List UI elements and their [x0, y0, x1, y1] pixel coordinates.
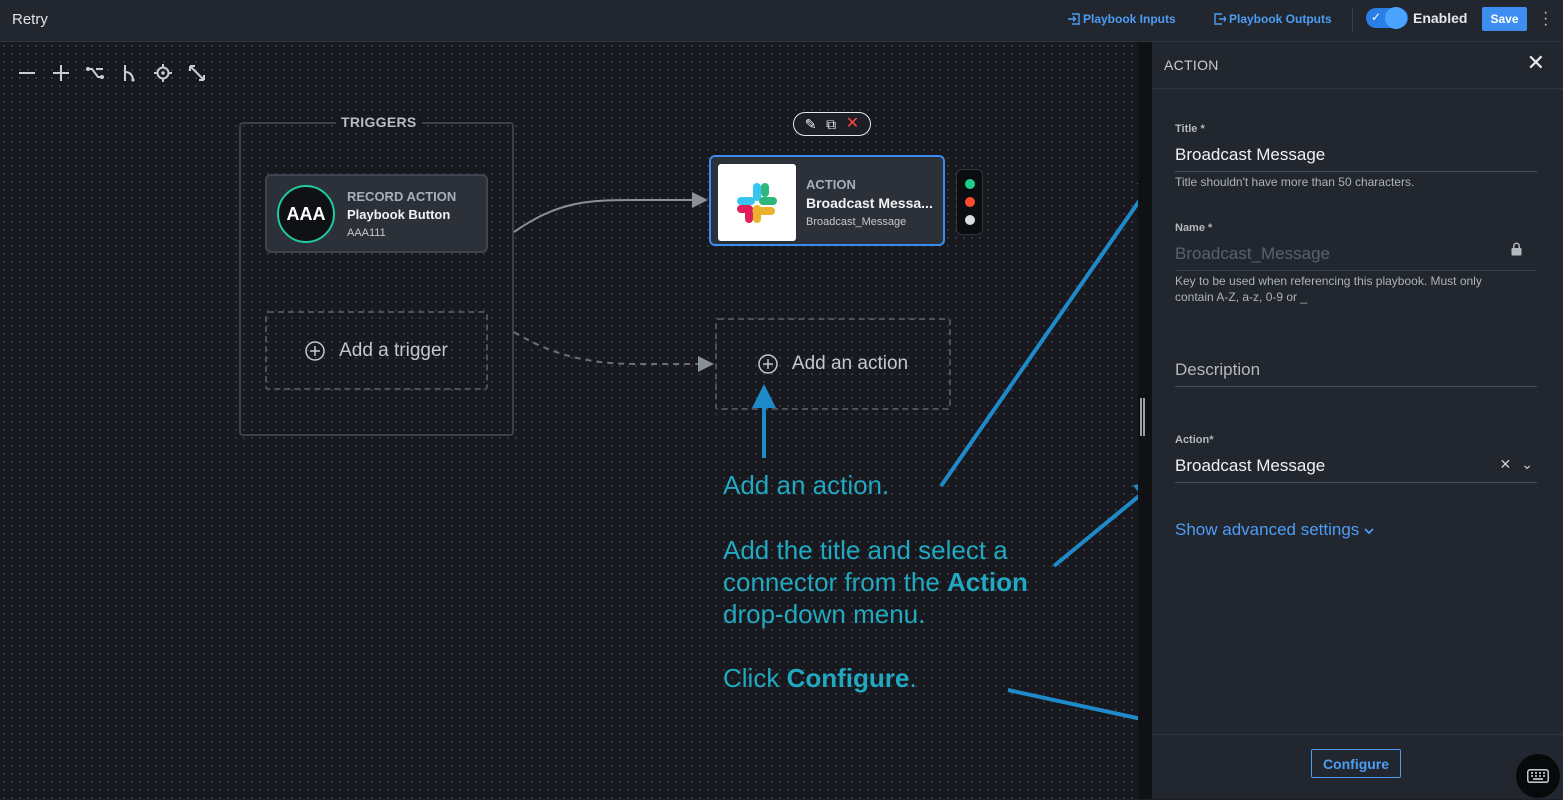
chevron-down-icon	[1364, 528, 1374, 535]
save-button[interactable]: Save	[1482, 7, 1527, 31]
step-status-indicator	[956, 169, 983, 235]
name-help-text: Key to be used when referencing this pla…	[1175, 274, 1482, 304]
annotation-step-1: Add an action.	[723, 470, 890, 500]
title-label: Title *	[1175, 123, 1205, 135]
input-icon	[1068, 13, 1080, 25]
annotation-text: .	[909, 663, 917, 693]
playbook-inputs-link[interactable]: Playbook Inputs	[1068, 12, 1176, 26]
zoom-out-icon[interactable]	[16, 62, 37, 83]
status-red-dot	[964, 197, 975, 207]
action-node-type: ACTION	[806, 177, 856, 192]
playbook-canvas[interactable]: TRIGGERS AAA RECORD ACTION Playbook Butt…	[0, 42, 1138, 799]
edit-icon[interactable]: ✎	[804, 116, 817, 132]
playbook-title: Retry	[12, 11, 48, 28]
description-label: Description	[1175, 360, 1261, 379]
plus-circle-icon	[305, 340, 325, 361]
name-label: Name *	[1175, 222, 1213, 234]
annotation-step-2-line-1: Add the title and select a	[723, 535, 1008, 565]
trigger-type: RECORD ACTION	[347, 189, 457, 204]
action-node-broadcast-message[interactable]: ACTION Broadcast Messa... Broadcast_Mess…	[709, 155, 945, 246]
keyboard-icon	[1527, 769, 1549, 783]
advanced-settings-label: Show advanced settings	[1175, 520, 1360, 539]
add-action-button[interactable]: Add an action	[715, 318, 951, 410]
show-advanced-settings-link[interactable]: Show advanced settings	[1175, 520, 1374, 540]
panel-title: ACTION	[1164, 57, 1219, 73]
add-trigger-button[interactable]: Add a trigger	[265, 311, 488, 390]
annotation-step-3: Click Configure.	[723, 662, 917, 694]
toggle-knob	[1385, 7, 1407, 29]
panel-header: ACTION ✕	[1152, 42, 1563, 89]
delete-icon[interactable]: ✕	[845, 115, 860, 132]
trigger-node-record-action[interactable]: AAA RECORD ACTION Playbook Button AAA111	[265, 174, 488, 253]
clear-icon[interactable]: ✕	[1499, 456, 1512, 472]
annotation-bold-text: Configure	[786, 663, 910, 693]
zoom-in-icon[interactable]	[50, 62, 71, 83]
add-trigger-label: Add a trigger	[339, 339, 448, 361]
title-input[interactable]: Broadcast Message	[1175, 145, 1537, 172]
keyboard-shortcuts-button[interactable]	[1516, 754, 1560, 798]
annotation-step-2-line-3: drop-down menu.	[723, 599, 926, 629]
panel-splitter[interactable]	[1138, 42, 1152, 799]
slack-icon	[737, 182, 777, 223]
action-settings-panel: ACTION ✕ Title * Broadcast Message Title…	[1152, 42, 1563, 799]
action-node-key: Broadcast_Message	[806, 216, 907, 228]
playbook-outputs-link[interactable]: Playbook Outputs	[1214, 12, 1332, 26]
playbook-outputs-label: Playbook Outputs	[1229, 12, 1332, 26]
check-icon: ✓	[1371, 10, 1382, 24]
lock-icon	[1511, 242, 1522, 256]
action-select-value: Broadcast Message	[1175, 456, 1326, 475]
add-action-label: Add an action	[791, 353, 909, 374]
branch-icon[interactable]	[118, 62, 139, 83]
center-icon[interactable]	[152, 62, 173, 83]
fit-screen-icon[interactable]	[186, 62, 207, 83]
configure-button[interactable]: Configure	[1311, 749, 1401, 778]
status-gray-dot	[964, 215, 975, 225]
chevron-down-icon[interactable]: ⌄	[1521, 456, 1533, 472]
resize-handle-icon[interactable]	[1140, 398, 1145, 436]
plus-circle-icon	[758, 354, 778, 374]
annotation-step-2: Add the title and select a connector fro…	[723, 534, 1028, 630]
trigger-module: AAA111	[347, 227, 386, 239]
description-field[interactable]: Description	[1175, 360, 1537, 387]
panel-footer: Configure	[1152, 734, 1563, 800]
status-green-dot	[964, 179, 975, 189]
annotation-text: connector from the	[723, 567, 947, 597]
title-help-text: Title shouldn't have more than 50 charac…	[1175, 175, 1415, 189]
canvas-toolbar	[16, 62, 207, 83]
close-icon[interactable]: ✕	[1526, 50, 1545, 75]
annotation-text: Click	[723, 663, 787, 693]
more-options-icon[interactable]: ···	[1543, 4, 1549, 33]
annotation-bold-text: Action	[947, 567, 1028, 597]
enabled-label: Enabled	[1413, 10, 1468, 26]
slack-logo	[718, 164, 796, 241]
action-label: Action*	[1175, 434, 1214, 446]
copy-icon[interactable]: ⧉	[826, 116, 837, 132]
topbar-divider	[1352, 8, 1353, 32]
name-input: Broadcast_Message	[1175, 242, 1537, 271]
auto-arrange-icon[interactable]	[84, 62, 105, 83]
node-toolbar: ✎ ⧉ ✕	[793, 112, 871, 136]
output-icon	[1214, 13, 1226, 25]
triggers-label: TRIGGERS	[336, 114, 422, 130]
annotation-step-2-line-2: connector from the Action	[723, 566, 1028, 598]
enabled-toggle[interactable]: ✓	[1366, 7, 1408, 29]
top-bar: Retry Playbook Inputs Playbook Outputs ✓…	[0, 0, 1563, 42]
action-node-name: Broadcast Messa...	[806, 195, 933, 211]
trigger-name: Playbook Button	[347, 207, 451, 222]
trigger-avatar: AAA	[277, 185, 335, 243]
name-input-value: Broadcast_Message	[1175, 244, 1330, 263]
playbook-inputs-label: Playbook Inputs	[1083, 12, 1176, 26]
action-select[interactable]: Broadcast Message ✕ ⌄	[1175, 456, 1537, 483]
